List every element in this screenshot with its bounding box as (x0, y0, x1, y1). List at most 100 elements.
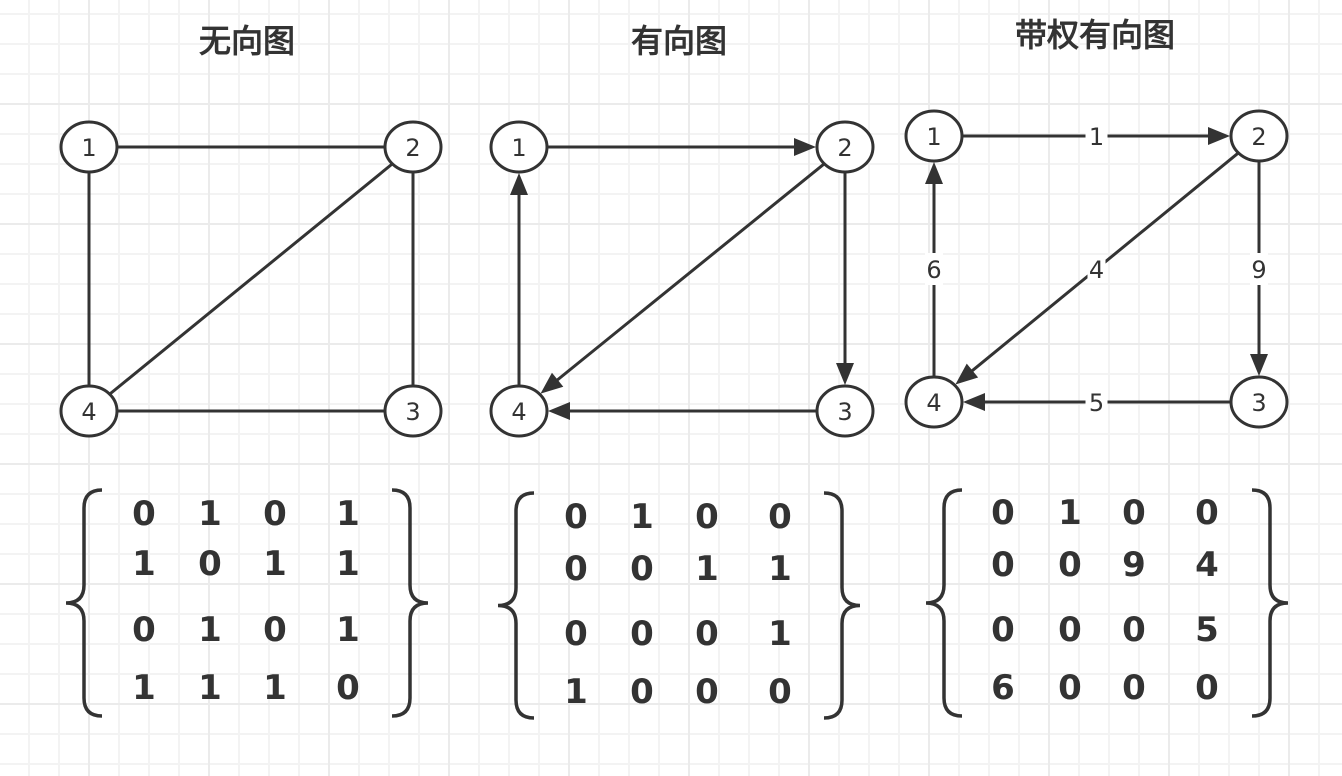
matrix-cell: 0 (1122, 668, 1146, 708)
matrix-cell: 6 (991, 668, 1015, 708)
weight-label-bg (1087, 255, 1106, 283)
arrowhead-icon (963, 393, 985, 411)
matrix-cell: 0 (1122, 610, 1146, 650)
matrix-cell: 0 (1195, 493, 1219, 533)
weight-label-bg (1085, 122, 1108, 150)
matrix-cell: 9 (1122, 545, 1146, 585)
matrix-cell: 0 (695, 672, 719, 712)
matrix-cell: 1 (630, 497, 654, 537)
edge-2-3: 9 (1250, 162, 1268, 376)
matrix-cell: 1 (198, 494, 222, 534)
matrix-cell: 1 (336, 610, 360, 650)
node-1: 1 (59, 120, 119, 174)
edge-2-4: 4 (955, 152, 1239, 385)
matrix-cell: 0 (1195, 668, 1219, 708)
matrix-cell: 1 (132, 544, 156, 584)
node-circle (383, 120, 443, 174)
matrix-cell: 0 (564, 614, 588, 654)
edge-2-4 (540, 163, 825, 394)
node-label: 1 (511, 134, 526, 162)
arrowhead-icon (836, 363, 854, 385)
node-label: 2 (1251, 123, 1266, 151)
edge-3-4 (548, 402, 816, 420)
matrix-cell: 0 (1058, 668, 1082, 708)
matrix-cell: 0 (991, 545, 1015, 585)
node-circle (904, 109, 964, 163)
node-circle (904, 375, 964, 429)
matrix-cell: 1 (768, 614, 792, 654)
matrix-cell: 0 (132, 610, 156, 650)
node-2: 2 (383, 120, 443, 174)
node-label: 2 (405, 134, 420, 162)
node-circle (59, 120, 119, 174)
node-circle (489, 120, 549, 174)
panel-title: 无向图 (199, 22, 295, 60)
matrix-cell: 1 (695, 549, 719, 589)
node-label: 2 (837, 134, 852, 162)
node-1: 1 (489, 120, 549, 174)
panel-title: 有向图 (631, 22, 727, 60)
edge-4-1: 6 (925, 162, 943, 376)
node-circle (489, 384, 549, 438)
arrowhead-icon (510, 173, 528, 195)
right-brace (823, 491, 861, 720)
node-label: 4 (511, 398, 526, 426)
node-label: 4 (926, 389, 941, 417)
matrix-cell: 0 (564, 549, 588, 589)
matrix-cell: 0 (336, 668, 360, 708)
node-2: 2 (815, 120, 875, 174)
matrix-cell: 1 (132, 668, 156, 708)
edge-2-3 (836, 173, 854, 385)
edge-weight-label: 9 (1251, 256, 1266, 284)
node-label: 4 (81, 398, 96, 426)
right-brace (1251, 488, 1289, 718)
arrowhead-icon (1208, 127, 1230, 145)
arrowhead-icon (925, 162, 943, 184)
arrowhead-icon (540, 372, 564, 394)
matrix-cell: 0 (1122, 493, 1146, 533)
left-brace (497, 491, 535, 720)
matrix-cell: 0 (630, 549, 654, 589)
node-label: 3 (837, 398, 852, 426)
matrix-cell: 1 (564, 672, 588, 712)
matrix-cell: 0 (768, 672, 792, 712)
matrix-cell: 0 (991, 493, 1015, 533)
left-brace (65, 488, 103, 718)
node-1: 1 (904, 109, 964, 163)
matrix-cell: 1 (336, 544, 360, 584)
panel-title: 带权有向图 (1015, 16, 1175, 54)
edge-weight-label: 1 (1089, 123, 1104, 151)
node-3: 3 (383, 384, 443, 438)
edge-3-4: 5 (963, 388, 1230, 417)
node-circle (1229, 109, 1289, 163)
edge-weight-label: 6 (926, 256, 941, 284)
node-circle (815, 384, 875, 438)
right-brace (391, 488, 429, 718)
node-label: 3 (1251, 389, 1266, 417)
node-3: 3 (815, 384, 875, 438)
node-circle (59, 384, 119, 438)
edge-1-2: 1 (963, 122, 1230, 151)
weight-label-bg (925, 253, 943, 285)
matrix-cell: 0 (1058, 545, 1082, 585)
matrix-cell: 1 (768, 549, 792, 589)
matrix-cell: 0 (263, 494, 287, 534)
matrix-cell: 1 (198, 668, 222, 708)
edge-line (555, 163, 825, 383)
matrix-cell: 0 (132, 494, 156, 534)
weight-label-bg (1085, 388, 1108, 416)
matrix-cell: 0 (630, 614, 654, 654)
matrix-cell: 0 (695, 614, 719, 654)
edge-weight-label: 4 (1089, 256, 1104, 284)
matrix-cell: 5 (1195, 610, 1219, 650)
node-circle (815, 120, 875, 174)
weight-label-bg (1250, 253, 1268, 285)
left-brace (925, 488, 963, 718)
node-circle (1229, 375, 1289, 429)
